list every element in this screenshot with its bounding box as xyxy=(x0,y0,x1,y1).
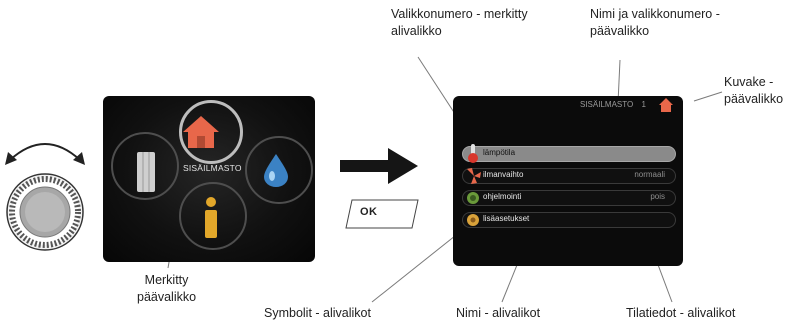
main-menu-item-left[interactable] xyxy=(111,132,179,200)
callout-symbolit: Symbolit - alivalikot xyxy=(264,306,371,320)
callout-valikkonumero-line2: alivalikko xyxy=(391,24,442,38)
radiator-icon xyxy=(137,152,155,192)
callout-merkitty-line2: päävalikko xyxy=(137,290,197,304)
callout-merkitty-line1: Merkitty xyxy=(144,273,189,287)
callout-kuvake: Kuvake - päävalikko xyxy=(724,74,783,108)
main-menu-item-right[interactable] xyxy=(245,136,313,204)
main-menu-item-selected[interactable] xyxy=(179,100,243,164)
callout-valikkonumero-line1: Valikkonumero - merkitty xyxy=(391,7,528,21)
submenu-row-status: pois xyxy=(650,192,665,201)
main-menu-item-bottom[interactable] xyxy=(179,182,247,250)
house-icon-small xyxy=(659,98,673,112)
submenu-row-lampotila[interactable]: lämpötila xyxy=(462,144,676,163)
submenu-row-status: normaali xyxy=(634,170,665,179)
callout-valikkonumero: Valikkonumero - merkitty alivalikko xyxy=(391,6,528,40)
callout-tilatiedot: Tilatiedot - alivalikot xyxy=(626,306,736,320)
water-drop-icon xyxy=(264,154,288,187)
control-knob-icon xyxy=(6,173,84,251)
submenu-row-lisaasetukset[interactable]: lisäasetukset xyxy=(462,212,676,228)
ok-button-shape xyxy=(345,199,419,229)
submenu-row-ilmanvaihto[interactable]: ilmanvaihto normaali xyxy=(462,168,676,184)
rotate-arrow-icon xyxy=(9,143,81,161)
callout-line-nimi-valikkonumero xyxy=(617,59,621,104)
callout-kuvake-line2: päävalikko xyxy=(724,92,784,106)
callout-nimi-valikkonumero-line1: Nimi ja valikkonumero - xyxy=(590,7,720,21)
fan-icon xyxy=(467,168,481,184)
submenu-row-ohjelmointi[interactable]: ohjelmointi pois xyxy=(462,190,676,206)
submenu-header: SISÄILMASTO 1 xyxy=(580,100,646,109)
thermometer-icon xyxy=(468,144,478,163)
callout-line-kuvake xyxy=(693,91,723,102)
callout-merkitty: Merkitty päävalikko xyxy=(137,272,196,306)
big-arrow-icon xyxy=(340,148,418,184)
submenu-row-name: lämpötila xyxy=(483,148,516,157)
ok-button-label: OK xyxy=(360,206,378,218)
info-icon xyxy=(205,197,217,238)
callout-kuvake-line1: Kuvake - xyxy=(724,75,774,89)
advanced-settings-icon xyxy=(467,214,479,226)
submenu-row-name: ilmanvaihto xyxy=(483,170,524,179)
callout-nimi-valikkonumero-line2: päävalikko xyxy=(590,24,650,38)
submenu-row-name: ohjelmointi xyxy=(483,192,522,201)
submenu-number: 1 xyxy=(641,100,646,109)
main-menu-selected-label: SISÄILMASTO xyxy=(183,163,242,173)
callout-nimi-valikkonumero: Nimi ja valikkonumero - päävalikko xyxy=(590,6,720,40)
schedule-icon xyxy=(467,192,479,204)
ok-button[interactable] xyxy=(348,198,418,228)
submenu-row-name: lisäasetukset xyxy=(483,214,530,223)
callout-nimi: Nimi - alivalikot xyxy=(456,306,541,320)
house-icon xyxy=(183,116,219,148)
submenu-title: SISÄILMASTO xyxy=(580,100,634,109)
